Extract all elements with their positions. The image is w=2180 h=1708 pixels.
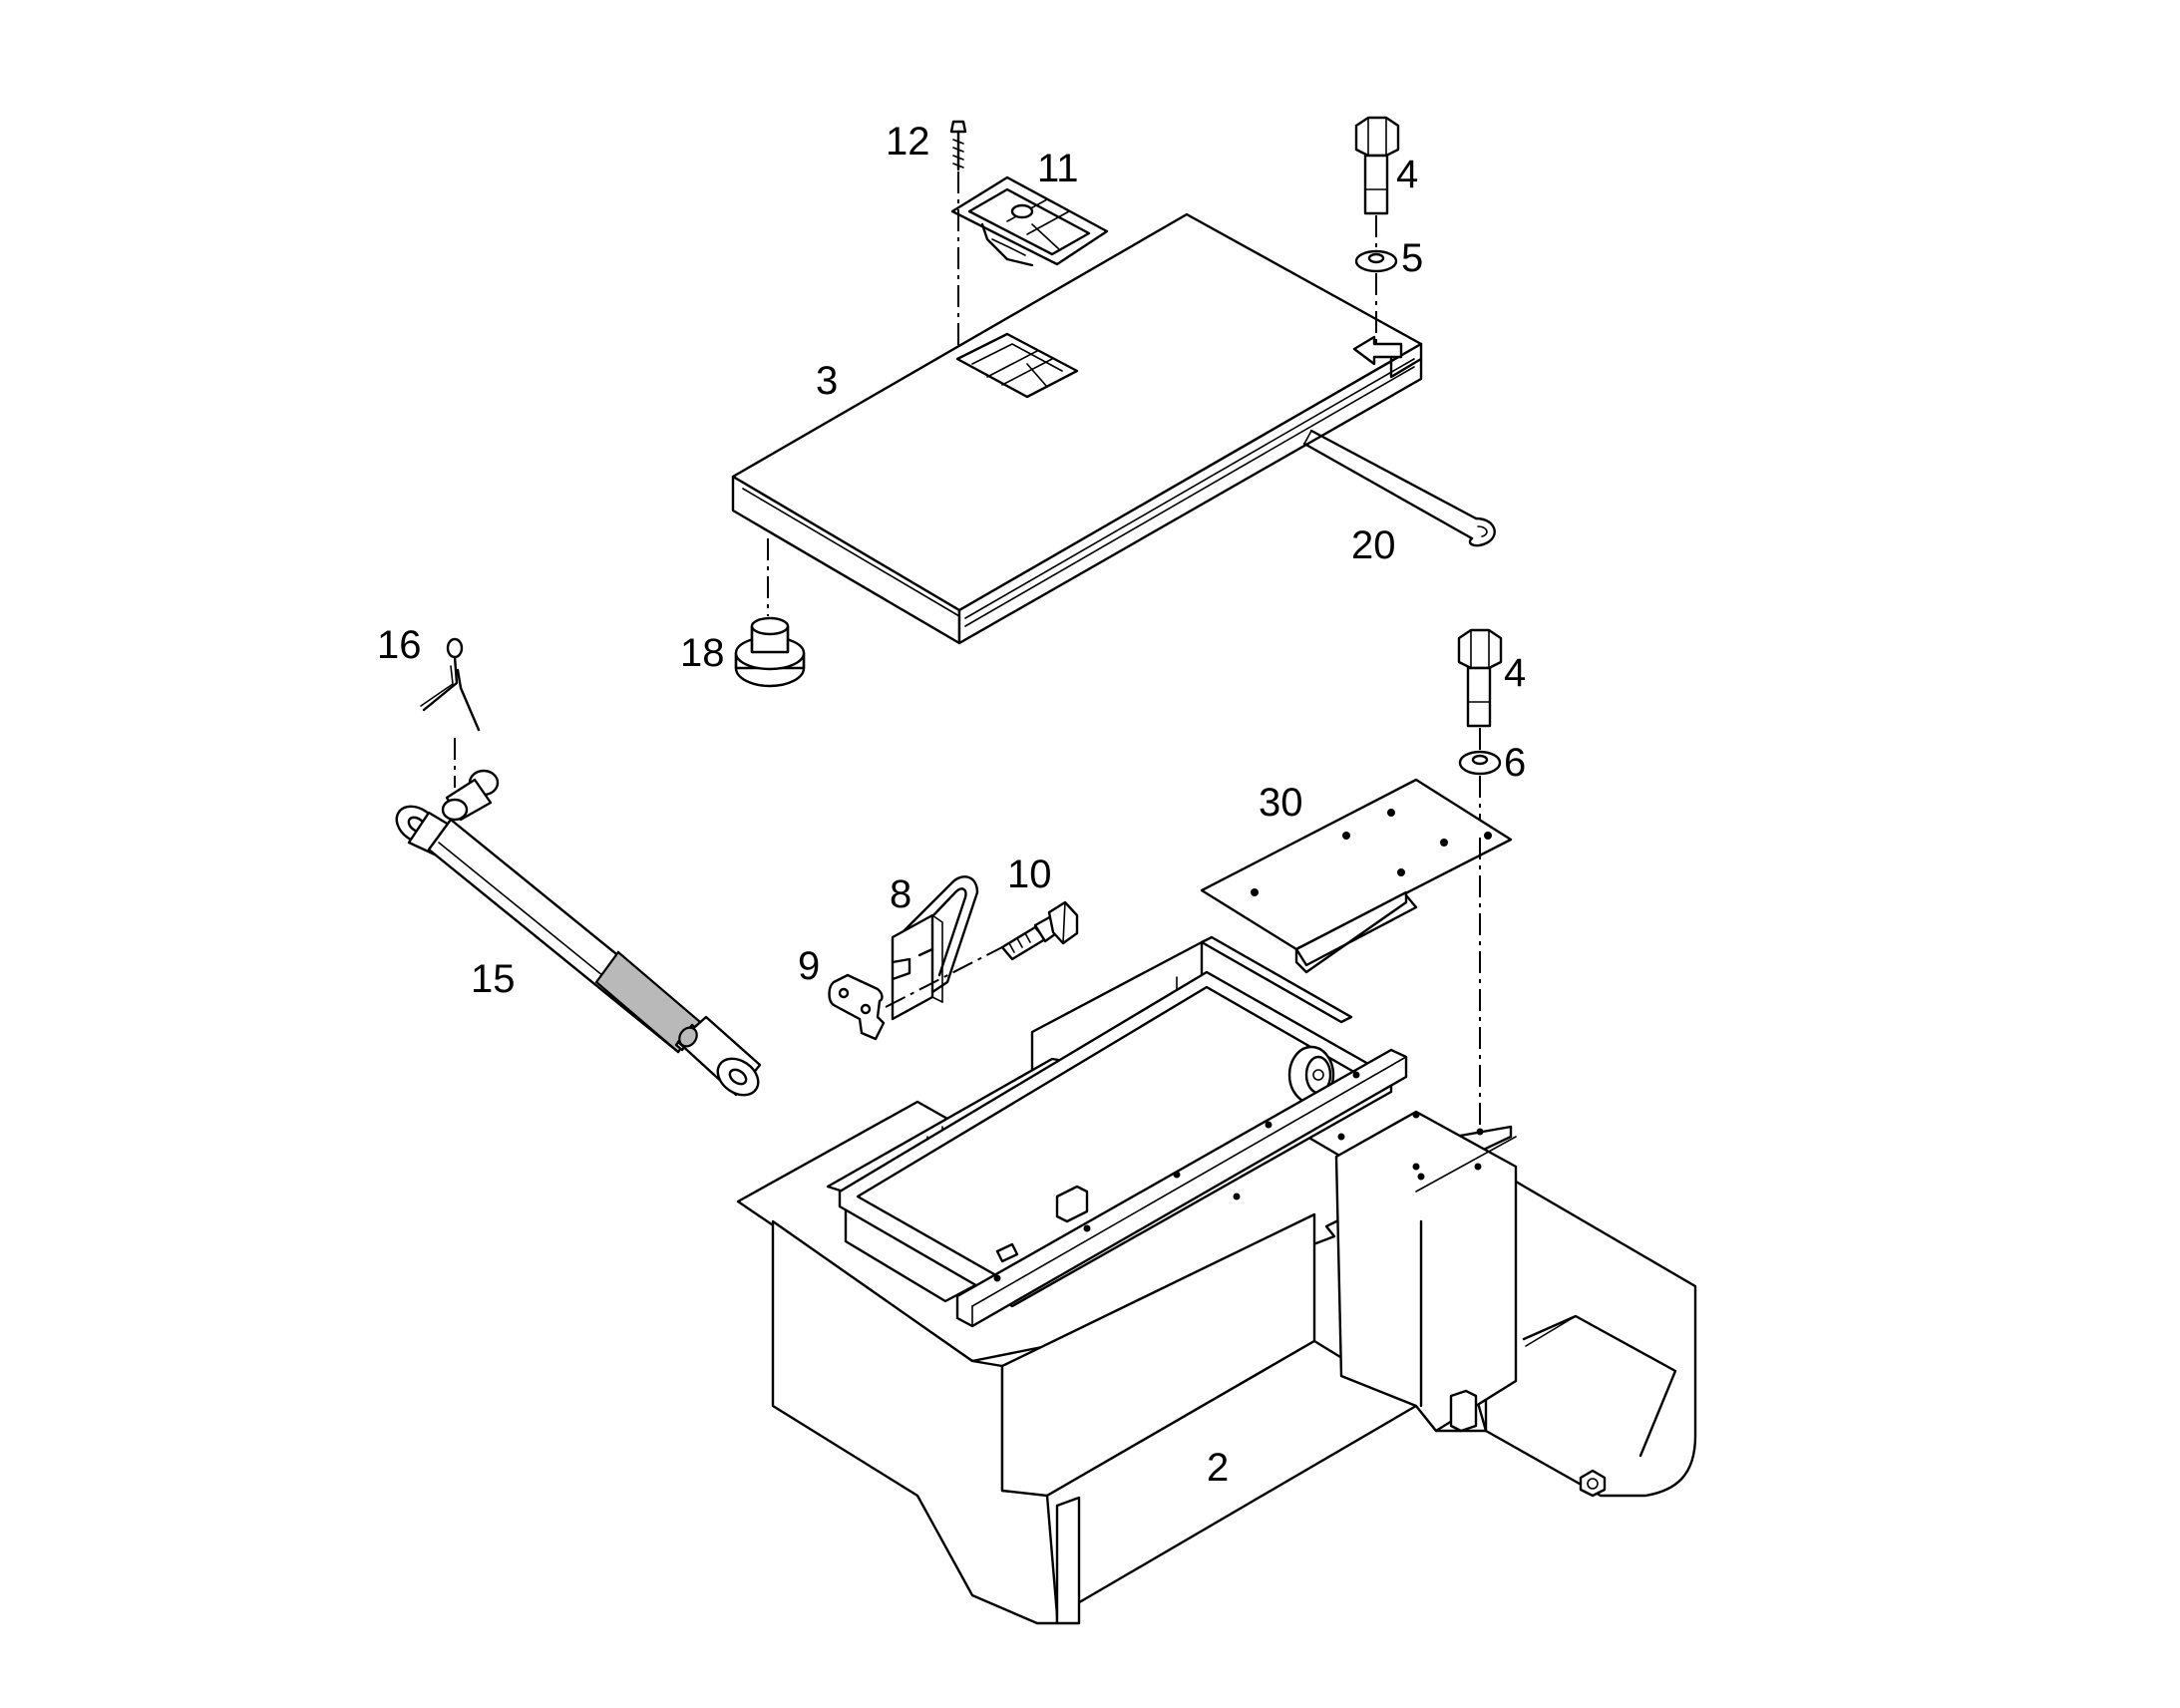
label-16: 16 — [377, 623, 422, 667]
label-11: 11 — [1037, 147, 1079, 190]
part-15-gas-strut — [395, 805, 762, 1097]
label-9: 9 — [798, 944, 820, 988]
part-2-box-housing — [736, 935, 1697, 1625]
part-6-washer — [1458, 750, 1502, 776]
part-4-bolt-top — [1354, 116, 1400, 215]
part-5-washer — [1354, 249, 1398, 273]
part-18-bumper — [734, 616, 806, 688]
part-10-bolt — [1000, 900, 1079, 961]
part-12-screw — [949, 120, 967, 171]
label-10: 10 — [1007, 853, 1052, 896]
part-8-latch-hook — [891, 875, 979, 1021]
part-11-latch — [950, 175, 1109, 267]
label-12: 12 — [886, 120, 930, 164]
label-3: 3 — [816, 359, 838, 403]
label-6: 6 — [1504, 741, 1526, 785]
part-3-lid — [731, 212, 1423, 645]
label-20: 20 — [1351, 523, 1396, 567]
callout-labels: 2 3 4 5 4 6 8 9 10 11 12 15 16 18 20 30 — [377, 120, 1526, 1490]
label-2: 2 — [1207, 1446, 1229, 1490]
part-16-cotter-pin — [420, 637, 481, 732]
part-9-plate — [828, 973, 886, 1041]
part-16-clevis-pin — [441, 769, 500, 822]
label-4-top: 4 — [1396, 153, 1418, 196]
label-30: 30 — [1259, 781, 1303, 825]
leader-9-10 — [885, 946, 1003, 1008]
label-4-lower: 4 — [1504, 651, 1526, 695]
part-4-bolt-lower — [1457, 628, 1503, 728]
part-30-cover-plate — [1200, 778, 1513, 974]
label-18: 18 — [680, 631, 725, 675]
label-5: 5 — [1401, 236, 1423, 280]
label-8: 8 — [890, 872, 911, 916]
part-20-edge-strip — [1302, 429, 1496, 547]
label-15: 15 — [471, 957, 516, 1001]
